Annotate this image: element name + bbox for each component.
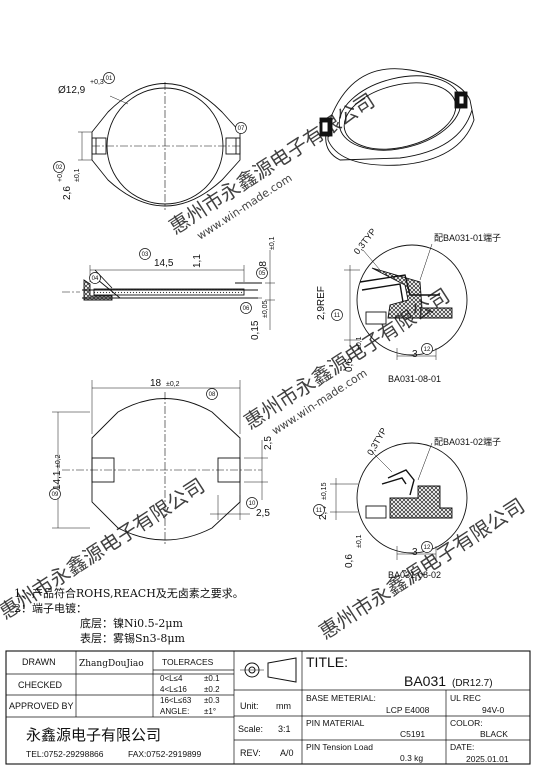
dim-diameter-tol: +0,3 xyxy=(90,79,104,86)
dim-b1-tol: ±0,1 xyxy=(356,336,363,350)
balloon-12b: 12 xyxy=(424,545,431,551)
dim-b3-tol: ±0,15 xyxy=(321,482,328,500)
note-1: 1：产品符合ROHS,REACH及无卤素之要求。 xyxy=(14,587,244,600)
tb-pin-value: C5191 xyxy=(400,729,425,739)
title-block xyxy=(5,650,531,765)
tb-fax: FAX:0752-2919899 xyxy=(128,749,202,759)
tb-drawn-label: DRAWN xyxy=(22,657,56,667)
note-2: 2：端子电镀： xyxy=(14,602,87,615)
tb-title-label: TITLE: xyxy=(306,654,348,670)
dim-h5: 14,1 xyxy=(52,470,63,490)
balloons xyxy=(49,72,433,553)
detail-label-2: BA031-08-02 xyxy=(388,570,441,580)
balloon-04: 04 xyxy=(92,276,99,282)
tb-tension-value: 0.3 kg xyxy=(400,753,423,763)
tb-tol-range-1: 4<L≤16 xyxy=(160,685,187,694)
balloon-02: 02 xyxy=(56,165,63,171)
tb-color-label: COLOR: xyxy=(450,718,483,728)
bottom-view xyxy=(52,380,268,545)
detail-2 xyxy=(330,442,468,560)
detail-label-1: BA031-08-01 xyxy=(388,374,441,384)
tb-scale-label: Scale: xyxy=(238,724,263,734)
dim-ref: 2,9REF xyxy=(316,286,327,320)
dim-diameter: Ø12,9 xyxy=(58,85,86,96)
balloon-labels: 01 02 03 04 05 06 07 08 09 10 11 12 11 1… xyxy=(52,76,431,551)
tb-tol-val-1: ±0.2 xyxy=(204,685,220,694)
dim-w4: 0,15 xyxy=(250,320,261,340)
balloon-03: 03 xyxy=(142,252,149,258)
dim-w7: 2,5 xyxy=(256,508,270,519)
title-block-text: DRAWN ZhangDouJiao CHECKED APPROVED BY T… xyxy=(9,654,509,764)
callout-term2: 配BA031-02端子 xyxy=(434,436,501,447)
tb-ul-label: UL REC xyxy=(450,693,481,703)
balloon-11b: 11 xyxy=(316,508,323,514)
balloon-12a: 12 xyxy=(424,347,431,353)
dim-typ1: 0,3TYP xyxy=(352,226,378,256)
dim-w4-tol: ±0,05 xyxy=(262,300,269,318)
tb-unit-value: mm xyxy=(276,701,291,711)
dim-h5-tol: ±0,2 xyxy=(55,454,62,468)
balloon-01: 01 xyxy=(106,76,113,82)
balloon-05: 05 xyxy=(259,271,266,277)
dim-height-tol2: +0,2 xyxy=(57,168,64,182)
tb-rev-value: A/0 xyxy=(280,748,294,758)
tb-base-label: BASE METERIAL: xyxy=(306,693,376,703)
tb-tension-label: PIN Tension Load xyxy=(306,742,373,752)
dim-w3-tol: ±0,1 xyxy=(269,236,276,250)
watermark-cn-1: 惠州市永鑫源电子有限公司 xyxy=(165,88,379,239)
iso-view xyxy=(319,68,475,166)
balloon-09: 09 xyxy=(52,492,59,498)
tb-base-value: LCP E4008 xyxy=(386,705,430,715)
notes: 1：产品符合ROHS,REACH及无卤素之要求。 2：端子电镀： 底层：镍Ni0… xyxy=(14,586,244,646)
top-view xyxy=(78,82,241,210)
tb-date-value: 2025.01.01 xyxy=(466,754,509,764)
tb-tol-label: TOLERACES xyxy=(162,657,214,667)
tb-tol-range-2: 16<L≤63 xyxy=(160,696,192,705)
tb-tol-val-0: ±0.1 xyxy=(204,674,220,683)
dim-height: 2,6 xyxy=(62,186,73,200)
tb-tol-val-2: ±0.3 xyxy=(204,696,220,705)
dim-w2: 1,1 xyxy=(192,254,203,268)
tb-approved-label: APPROVED BY xyxy=(9,701,74,711)
detail-1 xyxy=(344,243,468,360)
dim-w1: 14,5 xyxy=(154,258,174,269)
dim-b2: 3 xyxy=(412,349,418,360)
tb-checked-label: CHECKED xyxy=(18,680,63,690)
balloon-07: 07 xyxy=(238,126,245,132)
dim-w5: 18 xyxy=(150,378,162,389)
tb-tol-val-3: ±1° xyxy=(204,707,216,716)
tb-title-value: BA031 xyxy=(404,673,446,689)
dim-b5: 3 xyxy=(412,547,418,558)
tb-rev-label: REV: xyxy=(240,748,261,758)
side-view xyxy=(62,250,275,330)
tb-title-sub: (DR12.7) xyxy=(452,678,493,689)
tb-unit-label: Unit: xyxy=(240,701,259,711)
balloon-08: 08 xyxy=(209,392,216,398)
tb-scale-value: 3:1 xyxy=(278,724,291,734)
balloon-10: 10 xyxy=(249,501,256,507)
tb-company: 永鑫源电子有限公司 xyxy=(26,726,161,744)
note-3: 底层：镍Ni0.5-2μm xyxy=(80,617,183,630)
balloon-11a: 11 xyxy=(334,313,341,319)
dim-b4: 0,6 xyxy=(344,554,355,568)
dim-b1: 0,6 xyxy=(344,358,355,372)
tb-ul-value: 94V-0 xyxy=(482,705,504,715)
dim-b4-tol: ±0,1 xyxy=(356,534,363,548)
tb-pin-label: PIN MATERIAL xyxy=(306,718,365,728)
dim-typ2: 0,3TYP xyxy=(365,426,389,457)
dim-w6: 2,5 xyxy=(263,436,274,450)
tb-tol-range-3: ANGLE: xyxy=(160,707,189,716)
balloon-06: 06 xyxy=(243,306,250,312)
tb-tel: TEL:0752-29298866 xyxy=(26,749,104,759)
callout-term1: 配BA031-01端子 xyxy=(434,232,501,243)
note-4: 表层：雾锡Sn3-8μm xyxy=(80,632,185,645)
dim-height-tol: ±0,1 xyxy=(74,168,81,182)
tb-date-label: DATE: xyxy=(450,742,474,752)
tb-tol-range-0: 0<L≤4 xyxy=(160,674,183,683)
dim-w5-tol: ±0,2 xyxy=(166,381,180,388)
tb-color-value: BLACK xyxy=(480,729,508,739)
tb-drawn-value: ZhangDouJiao xyxy=(79,659,144,669)
